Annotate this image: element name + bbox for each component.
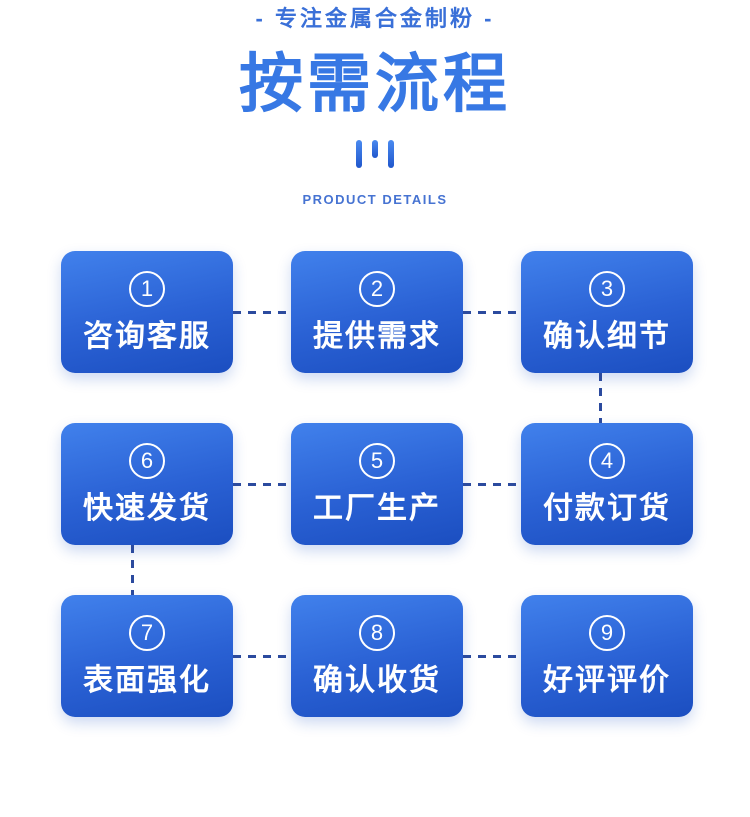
- flow-step-positive-review: 9 好评评价: [521, 595, 693, 717]
- step-label: 咨询客服: [83, 319, 211, 353]
- step-label: 快速发货: [83, 491, 211, 525]
- step-label: 付款订货: [543, 491, 671, 525]
- flow-step-factory-production: 5 工厂生产: [291, 423, 463, 545]
- flow-step-provide-requirements: 2 提供需求: [291, 251, 463, 373]
- flow-step-confirm-receipt: 8 确认收货: [291, 595, 463, 717]
- connector-horizontal: [233, 655, 291, 658]
- step-number-badge: 5: [359, 442, 395, 479]
- step-number-badge: 1: [129, 270, 165, 307]
- connector-horizontal: [233, 483, 291, 486]
- connector-vertical: [131, 545, 134, 595]
- step-number-badge: 3: [589, 270, 625, 307]
- step-label: 提供需求: [313, 319, 441, 353]
- bar-right-icon: [388, 140, 394, 168]
- flow-step-confirm-details: 3 确认细节: [521, 251, 693, 373]
- connector-vertical: [599, 373, 602, 423]
- step-number-badge: 9: [589, 614, 625, 651]
- section-subtitle: - 专注金属合金制粉 -: [255, 6, 495, 31]
- section-caption: PRODUCT DETAILS: [302, 192, 448, 207]
- section-header: - 专注金属合金制粉 - 按需流程 PRODUCT DETAILS: [0, 0, 750, 207]
- step-number-badge: 7: [129, 614, 165, 651]
- step-label: 确认细节: [543, 319, 671, 353]
- flow-step-consult-service: 1 咨询客服: [61, 251, 233, 373]
- step-label: 工厂生产: [313, 491, 441, 525]
- connector-horizontal: [463, 655, 521, 658]
- step-number-badge: 2: [359, 270, 395, 307]
- bar-left-icon: [356, 140, 362, 168]
- step-label: 好评评价: [543, 663, 671, 697]
- flow-step-fast-shipping: 6 快速发货: [61, 423, 233, 545]
- process-flow-diagram: 1 咨询客服 2 提供需求 3 确认细节 6 快速发货 5 工厂生产 4: [61, 251, 693, 717]
- flow-step-grid: 1 咨询客服 2 提供需求 3 确认细节 6 快速发货 5 工厂生产 4: [61, 251, 693, 717]
- triple-bars-icon: [0, 140, 750, 168]
- step-number-badge: 8: [359, 614, 395, 651]
- connector-horizontal: [233, 311, 291, 314]
- step-number-badge: 6: [129, 442, 165, 479]
- flow-step-surface-strengthening: 7 表面强化: [61, 595, 233, 717]
- step-label: 确认收货: [313, 663, 441, 697]
- flow-step-payment-order: 4 付款订货: [521, 423, 693, 545]
- connector-horizontal: [463, 311, 521, 314]
- connector-horizontal: [463, 483, 521, 486]
- page-title: 按需流程: [239, 48, 511, 120]
- bar-middle-icon: [372, 140, 378, 158]
- step-number-badge: 4: [589, 442, 625, 479]
- step-label: 表面强化: [83, 663, 211, 697]
